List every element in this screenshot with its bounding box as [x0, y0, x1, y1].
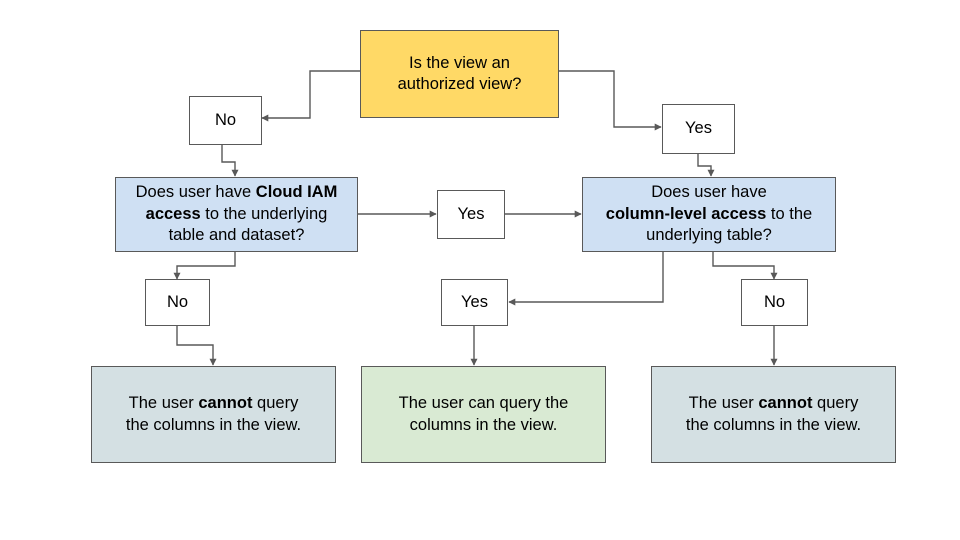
- branch-yes-authorized-view-label: Yes: [685, 119, 712, 138]
- edge-noiam-to-deny-left: [176, 325, 217, 366]
- branch-no-cloud-iam-label: No: [166, 292, 189, 311]
- edge-no-to-iam: [221, 145, 239, 177]
- edge-start-to-yes: [559, 70, 662, 131]
- branch-no-column-level-label: No: [763, 292, 786, 311]
- branch-yes-column-level[interactable]: Yes: [441, 279, 508, 326]
- edge-iam-to-no: [173, 252, 236, 280]
- branch-no-cloud-iam[interactable]: No: [145, 279, 210, 326]
- edge-column-to-no: [712, 252, 778, 280]
- branch-yes-cloud-iam-label: Yes: [457, 204, 485, 223]
- branch-no-authorized-view-label: No: [214, 110, 237, 129]
- branch-yes-authorized-view[interactable]: Yes: [662, 104, 735, 154]
- branch-yes-cloud-iam[interactable]: Yes: [437, 190, 505, 239]
- edge-start-to-no: [261, 70, 360, 122]
- edge-yes-to-column: [697, 154, 715, 177]
- branch-no-authorized-view[interactable]: No: [189, 96, 262, 145]
- branch-yes-column-level-label: Yes: [461, 292, 488, 311]
- branch-no-column-level[interactable]: No: [741, 279, 808, 326]
- edge-column-to-yes: [508, 252, 664, 306]
